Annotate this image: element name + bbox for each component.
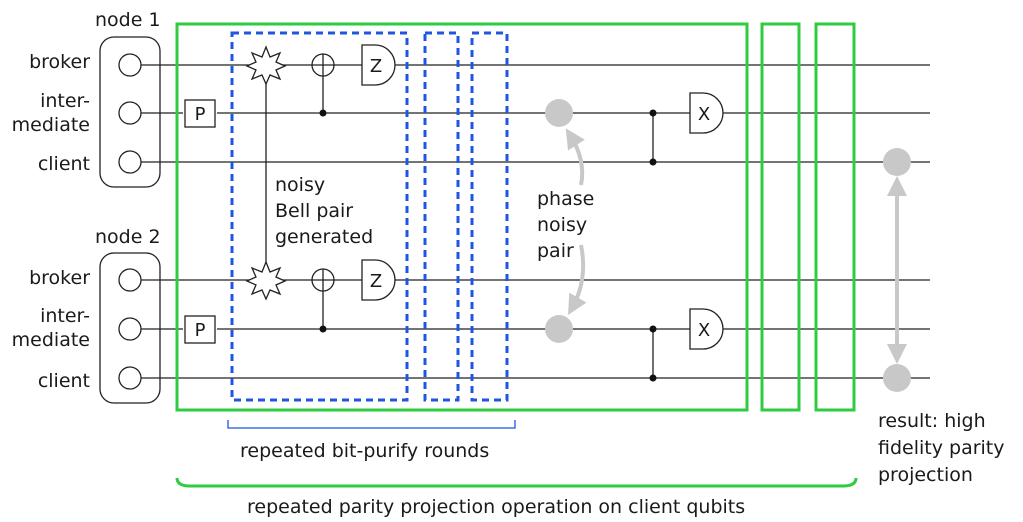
p-gate-1: P bbox=[184, 99, 216, 128]
label-client-1: client bbox=[38, 153, 90, 175]
svg-text:X: X bbox=[698, 104, 710, 125]
z-measure-2: Z bbox=[361, 259, 396, 301]
result-text-2: fidelity parity bbox=[878, 437, 1005, 459]
bell-star-icon-1 bbox=[245, 45, 287, 86]
parity-caption: repeated parity projection operation on … bbox=[247, 496, 745, 518]
bell-text-1: noisy bbox=[275, 174, 325, 196]
parity-box-2 bbox=[760, 22, 801, 412]
phase-pair-dot-2 bbox=[545, 315, 573, 343]
label-intermediate-1b: mediate bbox=[12, 114, 90, 136]
parity-box-main bbox=[175, 22, 749, 412]
phase-pair-dot-1 bbox=[545, 99, 573, 127]
phase-text-1: phase bbox=[537, 188, 594, 210]
svg-text:Z: Z bbox=[370, 56, 382, 77]
phase-text-3: pair bbox=[537, 240, 574, 262]
phase-arrow-bottom-icon bbox=[568, 244, 587, 315]
cnot-4 bbox=[649, 325, 657, 382]
label-broker-2: broker bbox=[29, 267, 90, 289]
svg-text:X: X bbox=[698, 320, 710, 341]
cnot-3 bbox=[649, 109, 657, 166]
z-measure-1: Z bbox=[361, 44, 396, 86]
result-text-3: projection bbox=[878, 464, 973, 486]
parity-brace bbox=[175, 477, 858, 488]
qubit-circles bbox=[118, 53, 142, 390]
bit-purify-caption: repeated bit-purify rounds bbox=[240, 440, 489, 462]
phase-arrow-top-icon bbox=[565, 128, 585, 186]
parity-box-3 bbox=[814, 22, 856, 412]
node1-title: node 1 bbox=[95, 9, 161, 31]
node2-title: node 2 bbox=[95, 226, 161, 248]
label-intermediate-2b: mediate bbox=[12, 329, 90, 351]
svg-text:P: P bbox=[195, 104, 206, 125]
p-gate-2: P bbox=[184, 315, 216, 344]
cnot-1 bbox=[311, 53, 335, 117]
result-dot-2 bbox=[883, 364, 911, 392]
label-intermediate-1a: inter- bbox=[40, 90, 90, 112]
bit-purify-box-1 bbox=[230, 31, 409, 402]
qubit-wires bbox=[141, 64, 930, 379]
bell-text-3: generated bbox=[275, 226, 373, 248]
bell-star-icon-2 bbox=[245, 260, 287, 301]
svg-text:P: P bbox=[195, 320, 206, 341]
label-client-2: client bbox=[38, 370, 90, 392]
svg-text:Z: Z bbox=[370, 271, 382, 292]
result-text-1: result: high bbox=[878, 410, 986, 432]
label-intermediate-2a: inter- bbox=[40, 305, 90, 327]
x-measure-1: X bbox=[689, 92, 724, 134]
x-measure-2: X bbox=[689, 308, 724, 350]
cnot-2 bbox=[311, 268, 335, 333]
phase-text-2: noisy bbox=[537, 214, 587, 236]
result-dot-1 bbox=[883, 148, 911, 176]
bell-text-2: Bell pair bbox=[275, 200, 353, 222]
bit-purify-box-2 bbox=[423, 31, 460, 402]
bit-purify-box-3 bbox=[470, 31, 509, 402]
bit-purify-brace bbox=[227, 420, 516, 429]
label-broker-1: broker bbox=[29, 51, 90, 73]
